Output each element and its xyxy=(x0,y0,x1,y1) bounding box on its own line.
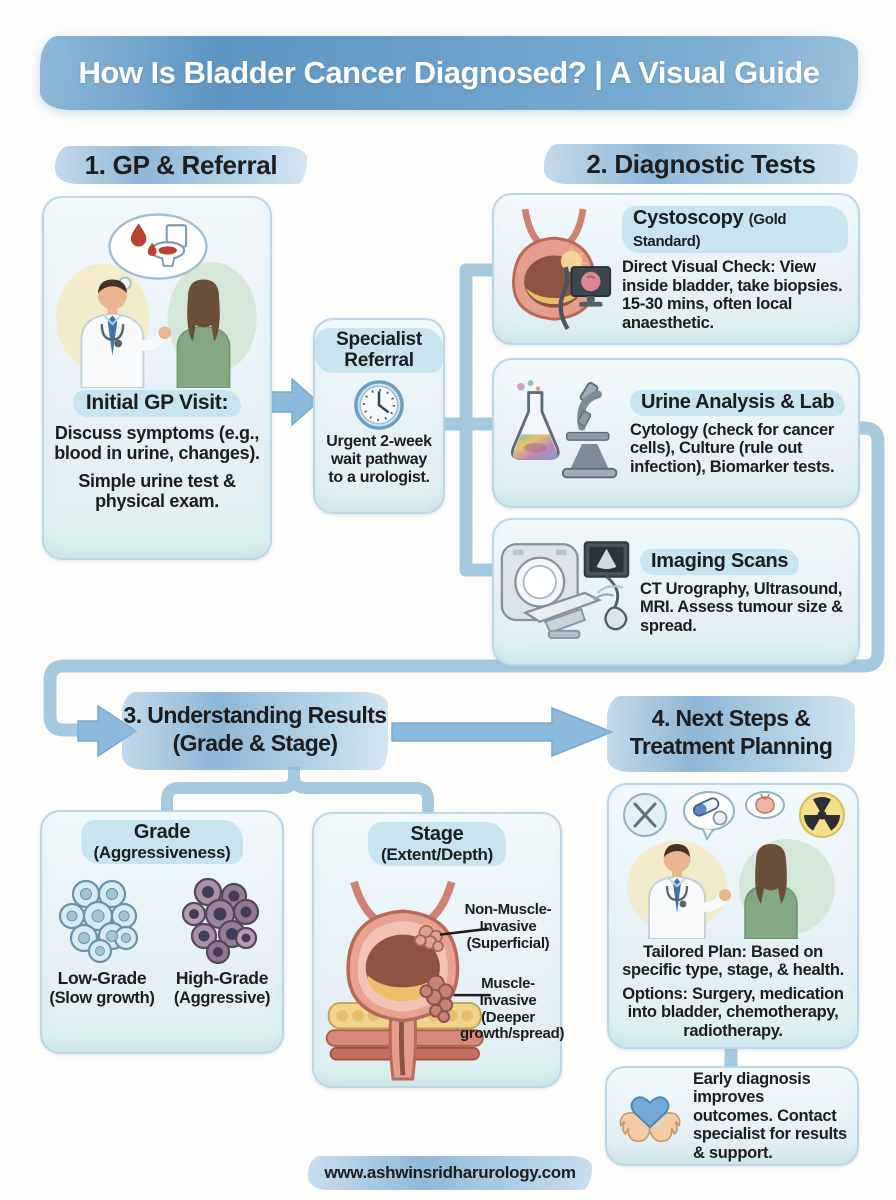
treatment-plan-card: Tailored Plan: Based on specific type, s… xyxy=(607,783,859,1049)
test-card-qualifier: (Gold Standard) xyxy=(633,210,787,250)
page-title-text: How Is Bladder Cancer Diagnosed? | A Vis… xyxy=(78,55,820,90)
monitor-icon xyxy=(570,266,612,307)
heart-in-hands-icon xyxy=(619,1096,681,1143)
toilet-icon xyxy=(150,224,188,267)
gp-card-title: Initial GP Visit: xyxy=(72,390,242,417)
stage-card: Stage (Extent/Depth) N xyxy=(312,812,565,1088)
specialist-referral-card: Specialist Referral Urgent 2-week wait p… xyxy=(313,318,445,514)
ct-ultrasound-illustration xyxy=(500,541,630,639)
patient-figure xyxy=(744,844,798,939)
referral-card-title: Specialist Referral xyxy=(315,328,443,374)
patient-figure xyxy=(176,279,231,388)
doctor-figure xyxy=(80,279,172,388)
test-card-title: Urine Analysis & Lab xyxy=(630,390,846,416)
flask-icon xyxy=(510,390,560,460)
section-1-heading: 1. GP & Referral xyxy=(55,146,307,184)
plan-card-body-2: Options: Surgery, medication into bladde… xyxy=(622,984,844,1040)
section-2-heading: 2. Diagnostic Tests xyxy=(544,144,858,184)
section-2-heading-text: 2. Diagnostic Tests xyxy=(586,149,816,179)
scope-cable xyxy=(558,266,570,331)
pointer-line xyxy=(439,927,489,936)
referral-card-body: Urgent 2-week wait pathway to a urologis… xyxy=(326,433,432,486)
low-grade-label: Low-Grade (Slow growth) xyxy=(49,967,155,1007)
page-title: How Is Bladder Cancer Diagnosed? | A Vis… xyxy=(40,36,858,110)
gp-visit-card: Initial GP Visit: Discuss symptoms (e.g.… xyxy=(42,196,272,560)
section-4-heading: 4. Next Steps & Treatment Planning xyxy=(607,696,855,772)
stage-label-invasive: Muscle-Invasive (Deeper growth/spread) xyxy=(460,975,565,1043)
gp-card-body-1: Discuss symptoms (e.g., blood in urine, … xyxy=(54,422,260,463)
doctor-figure xyxy=(648,844,731,939)
gp-card-body-2: Simple urine test & physical exam. xyxy=(78,470,236,512)
pills-icon xyxy=(683,791,735,842)
flask-microscope-illustration xyxy=(510,379,618,478)
test-card-description: CT Urography, Ultrasound, MRI. Assess tu… xyxy=(640,579,843,635)
high-grade-label: High-Grade (Aggressive) xyxy=(173,967,271,1007)
bladder-icon xyxy=(745,791,785,819)
test-card-cystoscopy: Cystoscopy (Gold Standard) Direct Visual… xyxy=(492,193,860,345)
test-card-imaging: Imaging Scans CT Urography, Ultrasound, … xyxy=(492,518,860,666)
support-card: Early diagnosis improves outcomes. Conta… xyxy=(605,1066,859,1166)
flow-arrows xyxy=(77,377,615,758)
section-3-heading: 3. Understanding Results (Grade & Stage) xyxy=(122,692,388,770)
ct-scanner-icon xyxy=(500,543,603,639)
section-1-heading-text: 1. GP & Referral xyxy=(84,150,278,180)
support-card-body: Early diagnosis improves outcomes. Conta… xyxy=(693,1069,847,1162)
low-grade-cells-icon xyxy=(58,879,139,964)
stage-card-title: Stage (Extent/Depth) xyxy=(368,822,506,866)
clock-icon xyxy=(354,380,404,430)
radiation-icon xyxy=(799,792,845,838)
grade-card-title: Grade (Aggressiveness) xyxy=(80,820,244,864)
crossed-scalpels-icon xyxy=(623,793,667,837)
superficial-tumour xyxy=(414,924,444,953)
bladder-cystoscope-illustration xyxy=(512,208,612,331)
plan-card-body-1: Tailored Plan: Based on specific type, s… xyxy=(622,943,844,980)
test-card-title: Cystoscopy (Gold Standard) xyxy=(622,205,848,254)
test-card-urine-analysis: Urine Analysis & Lab Cytology (check for… xyxy=(492,358,860,508)
grade-card: Grade (Aggressiveness) xyxy=(40,810,284,1054)
treatment-options-illustration xyxy=(623,791,845,939)
blood-drop-icon xyxy=(130,223,157,257)
test-card-description: Cytology (check for cancer cells), Cultu… xyxy=(630,420,835,476)
test-card-description: Direct Visual Check: View inside bladder… xyxy=(622,258,843,332)
ultrasound-icon xyxy=(583,541,630,631)
footer-url: www.ashwinsridharurology.com xyxy=(308,1156,592,1190)
invasive-tumour xyxy=(419,974,454,1023)
stage-label-superficial: Non-Muscle-Invasive (Superficial) xyxy=(464,901,552,952)
microscope-icon xyxy=(561,381,618,478)
doctor-patient-illustration xyxy=(56,213,257,388)
bladder-cross-section-illustration xyxy=(325,880,491,1081)
high-grade-cells-icon xyxy=(181,877,260,964)
test-card-title: Imaging Scans xyxy=(640,549,800,575)
